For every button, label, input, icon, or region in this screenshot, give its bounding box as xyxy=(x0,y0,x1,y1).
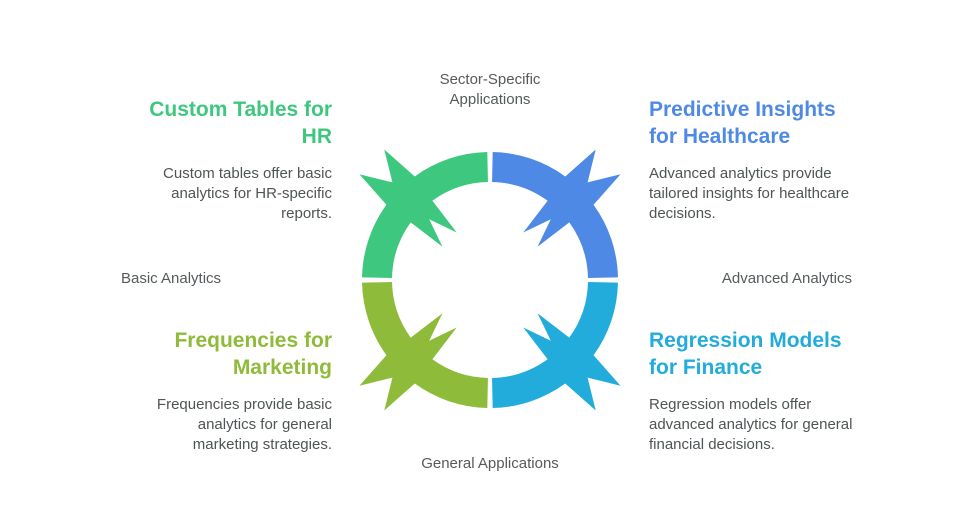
quadrant-bottom-right: Regression Models for Finance Regression… xyxy=(649,327,869,455)
quadrant-top-right: Predictive Insights for Healthcare Advan… xyxy=(649,96,864,224)
quadrant-title: Custom Tables for HR xyxy=(149,98,332,148)
ring-segment-top-right xyxy=(492,149,621,278)
quadrant-description: Custom tables offer basic analytics for … xyxy=(163,165,332,222)
quadrant-description: Regression models offer advanced analyti… xyxy=(649,396,853,453)
ring-segment-bottom-right xyxy=(492,282,621,411)
quadrant-description: Frequencies provide basic analytics for … xyxy=(156,396,332,453)
quadrant-title: Predictive Insights for Healthcare xyxy=(649,98,836,148)
ring-segment-bottom-left xyxy=(359,282,488,411)
quadrant-top-left: Custom Tables for HR Custom tables offer… xyxy=(120,96,332,224)
axis-label-bottom: General Applications xyxy=(421,455,559,472)
axis-label-top: Sector-Specific Applications xyxy=(439,71,541,108)
quadrant-bottom-left: Frequencies for Marketing Frequencies pr… xyxy=(120,327,332,455)
quadrant-title: Frequencies for Marketing xyxy=(174,329,332,379)
ring-segment-top-left xyxy=(359,149,488,278)
quadrant-description: Advanced analytics provide tailored insi… xyxy=(649,165,850,222)
quadrant-title: Regression Models for Finance xyxy=(649,329,842,379)
axis-label-left: Basic Analytics xyxy=(121,270,222,287)
axis-label-right: Advanced Analytics xyxy=(721,270,852,287)
